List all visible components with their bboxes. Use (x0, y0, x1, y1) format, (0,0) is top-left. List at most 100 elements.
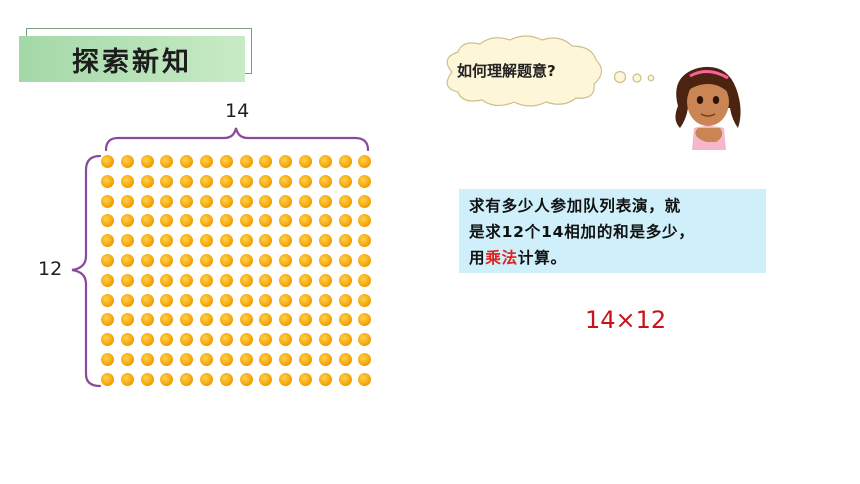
dot (338, 273, 352, 287)
dot (140, 293, 154, 307)
dot (259, 174, 273, 188)
dot (299, 155, 312, 168)
dot (239, 313, 253, 327)
dot (279, 372, 293, 386)
dot (101, 273, 114, 287)
dot (219, 372, 233, 386)
dot (279, 333, 293, 347)
dot (219, 194, 233, 208)
dot (299, 174, 312, 188)
dot (180, 234, 194, 248)
dot (259, 293, 273, 307)
dot (318, 353, 332, 366)
dot (318, 273, 332, 287)
dot (200, 155, 213, 168)
dot (140, 214, 154, 228)
dot (140, 313, 154, 327)
dot (299, 313, 312, 327)
dot (279, 234, 293, 248)
dot (239, 254, 253, 267)
dot (318, 313, 332, 327)
dot (239, 234, 253, 248)
dot (279, 194, 293, 208)
explanation-line-2: 是求12个14相加的和是多少， (469, 223, 695, 241)
dot (239, 372, 253, 386)
dot (219, 214, 233, 228)
dot (239, 353, 253, 366)
dot (279, 293, 293, 307)
dot (279, 214, 293, 228)
columns-label: 14 (225, 100, 250, 122)
dot (200, 313, 213, 327)
dot (318, 333, 332, 347)
dot (358, 194, 372, 208)
dot (338, 214, 352, 228)
dot (338, 333, 352, 347)
dot (358, 174, 372, 188)
dot (200, 174, 213, 188)
page-title: 探索新知 (72, 46, 192, 78)
dot (259, 333, 273, 347)
dot (160, 254, 174, 267)
dot (160, 273, 174, 287)
dot (180, 214, 194, 228)
dot (239, 293, 253, 307)
dot (160, 353, 174, 366)
dot (259, 372, 273, 386)
dot (101, 372, 114, 386)
dot (318, 194, 332, 208)
multiplication-expression: 14×12 (585, 306, 667, 334)
dot (318, 155, 332, 168)
dot (219, 254, 233, 267)
dot (140, 254, 154, 267)
dot (160, 194, 174, 208)
dot (219, 313, 233, 327)
dot (160, 155, 174, 168)
dot (338, 372, 352, 386)
dot (200, 333, 213, 347)
dot (180, 333, 194, 347)
dot (358, 214, 372, 228)
dot (180, 353, 194, 366)
dot (101, 353, 114, 366)
explanation-box: 求有多少人参加队列表演，就 是求12个14相加的和是多少， 用乘法计算。 (459, 189, 766, 273)
dot (101, 194, 114, 208)
dot (318, 293, 332, 307)
dot (120, 254, 134, 267)
dot (140, 372, 154, 386)
dot (180, 254, 194, 267)
dot (358, 273, 372, 287)
dot (180, 372, 194, 386)
dot (101, 313, 114, 327)
explanation-line-3-start: 用 (469, 249, 486, 267)
dot (259, 234, 273, 248)
dot (180, 273, 194, 287)
dot (120, 273, 134, 287)
dot (160, 372, 174, 386)
dot (160, 293, 174, 307)
dot (279, 254, 293, 267)
dot (120, 353, 134, 366)
dot (358, 155, 372, 168)
dot (180, 155, 194, 168)
dot (140, 155, 154, 168)
dot (140, 273, 154, 287)
dot (101, 293, 114, 307)
dot (180, 313, 194, 327)
dot (219, 155, 233, 168)
dot (338, 313, 352, 327)
dot (200, 293, 213, 307)
dot (338, 254, 352, 267)
dot (200, 353, 213, 366)
dot (279, 273, 293, 287)
dot (279, 313, 293, 327)
dot (200, 234, 213, 248)
dot (200, 254, 213, 267)
dot (120, 293, 134, 307)
multiplication-keyword: 乘法 (485, 249, 518, 267)
dot (239, 194, 253, 208)
dot (160, 214, 174, 228)
